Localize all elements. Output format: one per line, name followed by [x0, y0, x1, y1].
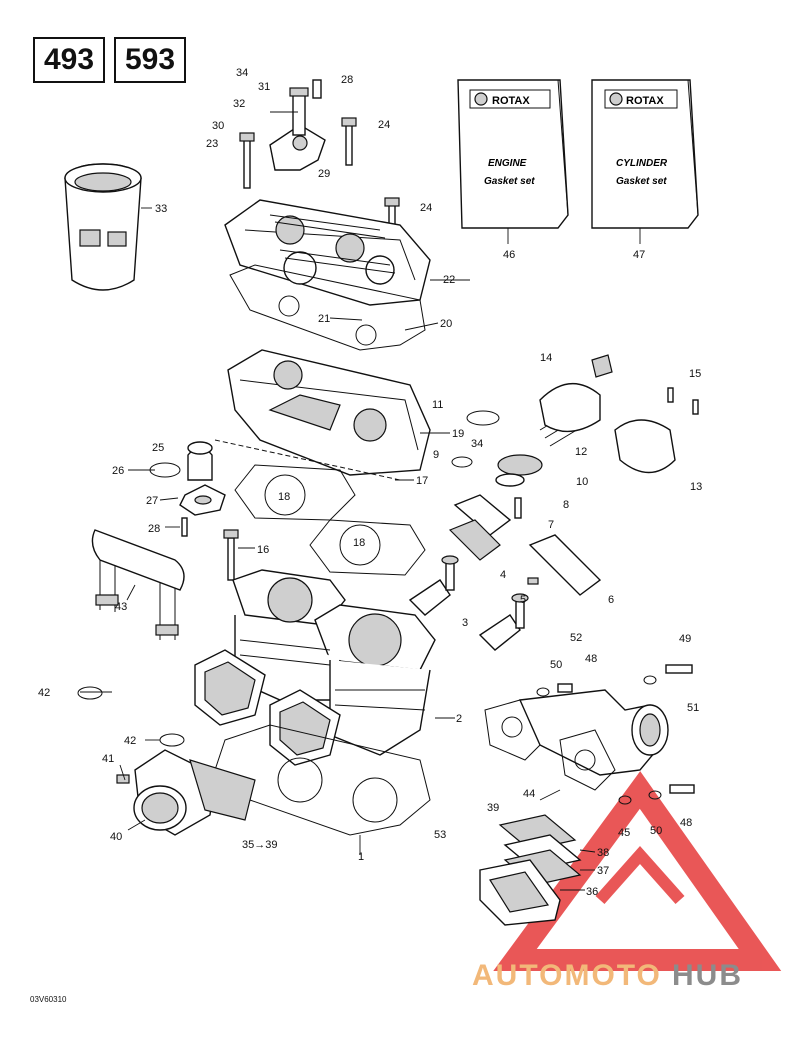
callout-25: 25 — [152, 442, 164, 454]
callout-4: 4 — [500, 569, 506, 581]
callout-48-lower: 48 — [680, 817, 692, 829]
cylinder-head-cover — [224, 199, 431, 306]
model-593-box: 593 — [114, 37, 186, 83]
callout-44: 44 — [523, 788, 535, 800]
thermostat-assembly — [149, 441, 239, 581]
callout-28-top: 28 — [341, 74, 353, 86]
callout-28-side: 28 — [148, 523, 160, 535]
callout-29: 29 — [318, 168, 330, 180]
callout-40: 40 — [110, 831, 122, 843]
callout-22: 22 — [443, 274, 455, 286]
exhaust-manifold — [484, 664, 695, 805]
callout-leaders — [80, 279, 596, 891]
callout-27: 27 — [146, 495, 158, 507]
callout-41: 41 — [102, 753, 114, 765]
intake-adapter — [77, 686, 256, 836]
callout-13: 13 — [690, 481, 702, 493]
callout-1: 1 — [358, 851, 364, 863]
callout-10: 10 — [576, 476, 588, 488]
callout-21: 21 — [318, 313, 330, 325]
callout-18-lower: 18 — [353, 537, 365, 549]
callout-42-right: 42 — [124, 735, 136, 747]
callout-26: 26 — [112, 465, 124, 477]
callout-labels: 1 2 3 4 5 6 7 8 9 10 11 12 13 14 15 16 1… — [38, 67, 702, 898]
callout-36: 36 — [586, 886, 598, 898]
cylinder-gasket-lower — [309, 519, 426, 576]
document-2-subtitle: Gasket set — [616, 176, 667, 187]
callout-20: 20 — [440, 318, 452, 330]
callout-24-upper: 24 — [378, 119, 390, 131]
drawing-code: 03V60310 — [30, 995, 67, 1004]
callout-38: 38 — [597, 847, 609, 859]
document-2-title: CYLINDER — [616, 158, 668, 169]
rave-valve-components — [448, 354, 699, 596]
callout-47: 47 — [633, 249, 645, 261]
callout-7: 7 — [548, 519, 554, 531]
model-493-label: 493 — [43, 43, 95, 76]
callout-45: 45 — [618, 827, 630, 839]
model-593-label: 593 — [124, 43, 176, 76]
callout-18-upper: 18 — [278, 491, 290, 503]
watermark-text: AUTOMOTO HUB — [472, 959, 743, 992]
callout-9: 9 — [433, 449, 439, 461]
callout-5: 5 — [520, 594, 526, 606]
callout-49: 49 — [679, 633, 691, 645]
callout-6: 6 — [608, 594, 614, 606]
callout-14: 14 — [540, 352, 552, 364]
callout-34-top: 34 — [236, 67, 248, 79]
callout-37: 37 — [597, 865, 609, 877]
cylinder-gasket-upper — [234, 464, 356, 521]
callout-2: 2 — [456, 713, 462, 725]
callout-50-upper: 50 — [550, 659, 562, 671]
head-gasket-ring — [229, 264, 426, 351]
document-1-title: ENGINE — [488, 158, 527, 169]
cylinder-sleeve — [64, 163, 152, 291]
document-1-brand: ROTAX — [492, 95, 530, 107]
piston-and-rod-assembly — [408, 555, 539, 651]
callout-11: 11 — [432, 399, 443, 411]
callout-8: 8 — [563, 499, 569, 511]
callout-46: 46 — [503, 249, 515, 261]
intake-flanges — [194, 649, 341, 766]
callout-17: 17 — [416, 475, 428, 487]
engine-gasket-set-document: ROTAX ENGINE Gasket set — [457, 79, 569, 244]
watermark-part1: AUTOMOTO — [472, 959, 662, 992]
callout-16: 16 — [257, 544, 269, 556]
callout-39: 39 — [487, 802, 499, 814]
callout-32: 32 — [233, 98, 245, 110]
callout-33: 33 — [155, 203, 167, 215]
cylinder-gasket-set-document: ROTAX CYLINDER Gasket set — [591, 79, 699, 244]
cylinder-block — [232, 569, 455, 756]
watermark-part2: HUB — [672, 959, 743, 992]
callout-35-39: 35→39 — [242, 839, 277, 851]
callout-23: 23 — [206, 138, 218, 150]
callout-15: 15 — [689, 368, 701, 380]
cylinder-head — [214, 349, 431, 481]
coolant-manifold-left — [91, 529, 185, 640]
callout-53: 53 — [434, 829, 446, 841]
callout-51: 51 — [687, 702, 699, 714]
callout-43: 43 — [115, 601, 127, 613]
callout-50-lower: 50 — [650, 825, 662, 837]
reed-valve-stack — [479, 814, 582, 926]
callout-31: 31 — [258, 81, 270, 93]
model-493-box: 493 — [33, 37, 105, 83]
callout-12: 12 — [575, 446, 587, 458]
callout-42-left: 42 — [38, 687, 50, 699]
document-1-subtitle: Gasket set — [484, 176, 535, 187]
callout-19: 19 — [452, 428, 464, 440]
callout-3: 3 — [462, 617, 468, 629]
callout-52: 52 — [570, 632, 582, 644]
callout-48-upper: 48 — [585, 653, 597, 665]
callout-34-mid: 34 — [471, 438, 483, 450]
callout-24-lower: 24 — [420, 202, 432, 214]
callout-30: 30 — [212, 120, 224, 132]
document-2-brand: ROTAX — [626, 95, 664, 107]
